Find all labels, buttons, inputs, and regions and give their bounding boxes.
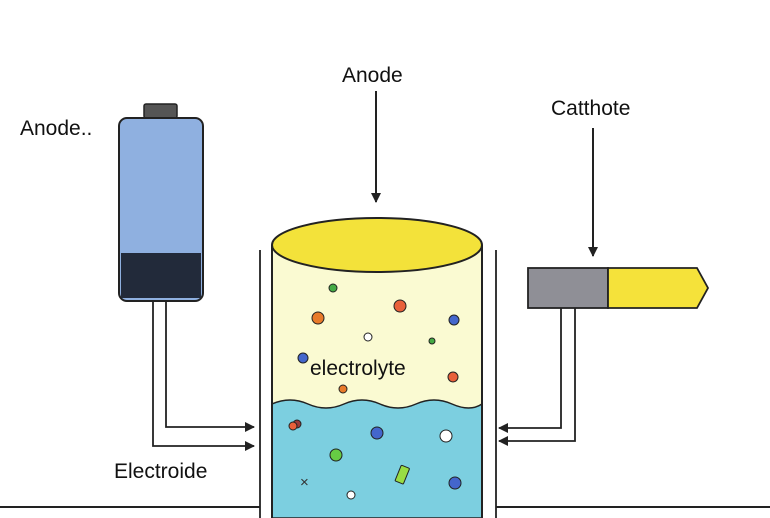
battery-wire-inner xyxy=(165,301,255,432)
particle xyxy=(338,384,348,394)
anode-top-label: Anode xyxy=(342,64,403,87)
container-frame xyxy=(259,250,497,518)
particle xyxy=(328,283,338,293)
battery-cap xyxy=(143,103,178,119)
particle xyxy=(329,448,343,462)
particle xyxy=(448,314,460,326)
particle xyxy=(288,421,298,431)
particle xyxy=(297,352,309,364)
particle xyxy=(447,371,459,383)
anode-left-label: Anode.. xyxy=(20,117,92,140)
electrolyte-tank xyxy=(272,245,482,518)
electrode-label: Electroide xyxy=(114,460,207,483)
particle xyxy=(346,490,356,500)
battery-charge-level xyxy=(121,253,201,298)
electrolyte-lower-layer xyxy=(272,399,482,518)
particle xyxy=(370,426,384,440)
cathode-probe xyxy=(527,267,710,309)
cathode-wire-outer xyxy=(498,308,576,446)
tank-lid xyxy=(271,217,483,273)
particle-x-mark: × xyxy=(300,474,309,491)
battery xyxy=(118,103,204,302)
particles-group xyxy=(288,283,462,500)
cathode-label: Catthote xyxy=(551,97,630,120)
particle-rod xyxy=(394,464,410,485)
probe-tip xyxy=(607,267,710,309)
particle xyxy=(428,337,436,345)
probe-handle xyxy=(527,267,609,309)
particle xyxy=(363,332,373,342)
particle xyxy=(439,429,453,443)
electrolyte-label: electrolyte xyxy=(310,357,406,380)
particle xyxy=(393,299,407,313)
battery-wire-outer xyxy=(152,301,255,451)
particle xyxy=(448,476,462,490)
cathode-wire-inner xyxy=(498,308,562,433)
particle xyxy=(311,311,325,325)
